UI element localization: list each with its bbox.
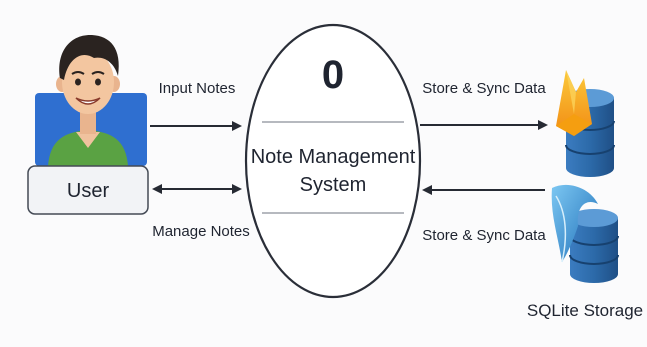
flow-manage-notes: Manage Notes bbox=[152, 184, 250, 240]
user-avatar-icon bbox=[48, 34, 128, 166]
firebase-store bbox=[556, 70, 615, 177]
storage-label: SQLite Storage bbox=[527, 301, 643, 320]
process-name-line1: Note Management bbox=[251, 146, 416, 168]
sqlite-store: SQLite Storage bbox=[527, 184, 643, 320]
database-icon-sqlite bbox=[569, 209, 619, 283]
flow-label-input-notes: Input Notes bbox=[159, 80, 236, 97]
user-label-box bbox=[27, 165, 149, 215]
user-entity: User bbox=[27, 34, 149, 215]
process-node: 0 Note Management System bbox=[244, 23, 422, 299]
process-name-line2: System bbox=[300, 174, 367, 196]
flow-label-store-sync-top: Store & Sync Data bbox=[422, 80, 546, 97]
flow-store-sync-bottom: Store & Sync Data bbox=[422, 185, 546, 244]
sqlite-feather-icon bbox=[551, 184, 598, 263]
flow-label-store-sync-bottom: Store & Sync Data bbox=[422, 227, 546, 244]
process-circle bbox=[244, 23, 422, 299]
process-number: 0 bbox=[322, 53, 344, 97]
firebase-flame-icon bbox=[556, 70, 592, 136]
flow-label-manage-notes: Manage Notes bbox=[152, 223, 250, 240]
user-label: User bbox=[67, 180, 110, 202]
flow-input-notes: Input Notes bbox=[150, 80, 242, 131]
flow-store-sync-top: Store & Sync Data bbox=[420, 80, 548, 130]
